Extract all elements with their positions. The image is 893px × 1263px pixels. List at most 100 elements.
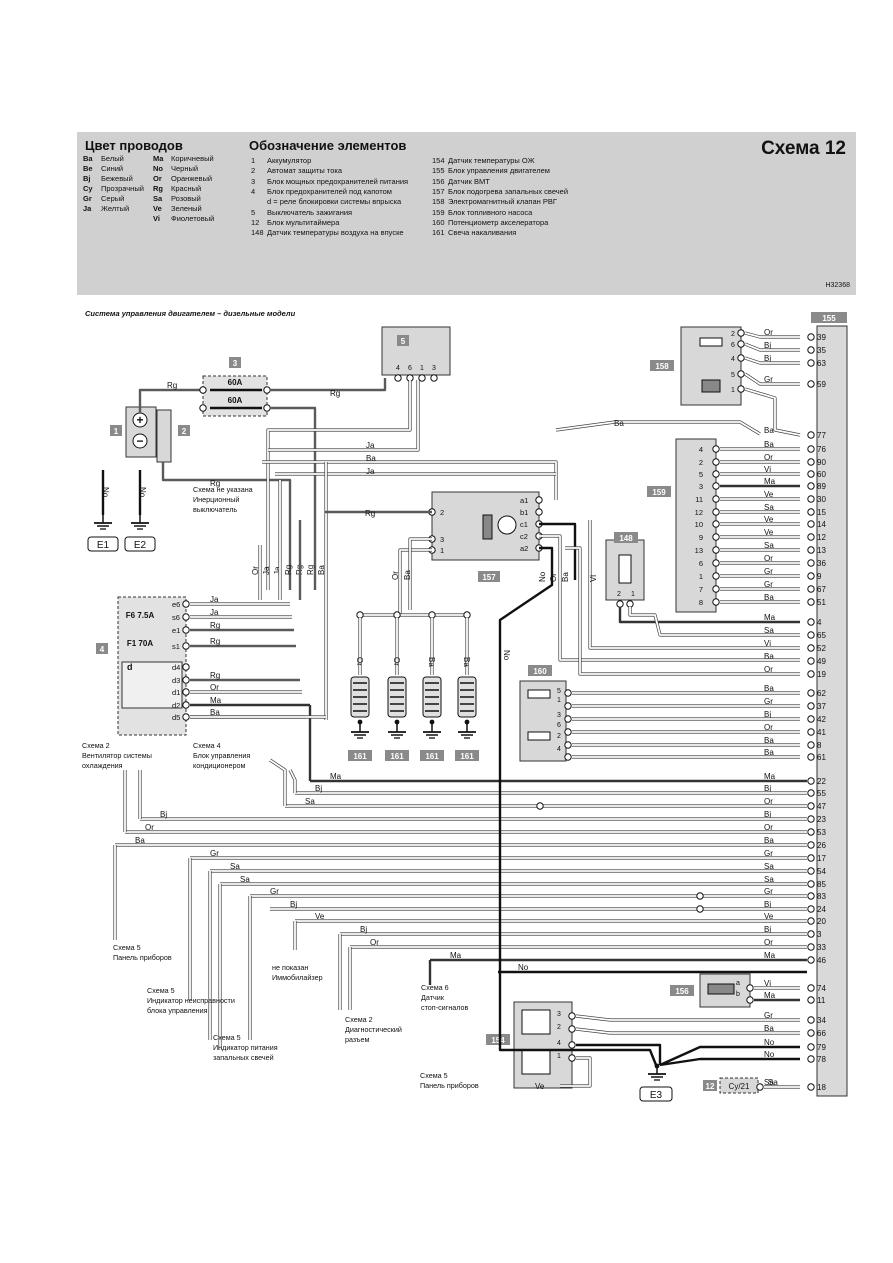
note-s6a: Схема 6: [421, 983, 449, 992]
ecu-pin-wire-label: No: [764, 1038, 775, 1047]
component-161-label: 161: [353, 752, 367, 761]
ecu-pin-wire-label: Sa: [764, 875, 774, 884]
terminal: [746, 996, 754, 1004]
bus-wire-label: Sa: [240, 875, 250, 884]
splice-terminal: [696, 892, 704, 900]
c160-pot-b: [527, 731, 551, 741]
terminal: [737, 329, 745, 337]
element-code: 5: [251, 207, 256, 217]
terminal: [568, 1025, 576, 1033]
component-160-label-bg: [528, 665, 552, 676]
wire-ign-ja-2-core: [268, 380, 419, 451]
element-code: 160: [432, 217, 445, 227]
e3-box: [639, 1086, 673, 1102]
vertical-wire-label: Ja: [273, 566, 282, 575]
note-s4c: кондиционером: [193, 761, 245, 770]
wire-154-gr-core: [575, 1015, 800, 1021]
c5-pin: 1: [420, 365, 424, 372]
color-code: Ve: [153, 204, 162, 213]
terminal: [568, 1041, 576, 1049]
note-s5b: Панель приборов: [113, 953, 172, 962]
element-name: Электромагнитный клапан РВГ: [448, 197, 557, 207]
ecu-pin-terminal: [807, 802, 815, 810]
terminal: [712, 495, 720, 503]
terminal: [418, 374, 426, 382]
c159-pin: 11: [695, 495, 703, 504]
wire-ecu-78: [659, 1057, 800, 1067]
c160-pin: 6: [557, 722, 561, 729]
c4-wire-label: Ma: [210, 696, 222, 705]
c159-pin: 4: [699, 445, 703, 454]
component-158-label: 158: [655, 362, 669, 371]
wire-158-or-core: [744, 332, 800, 338]
element-code: 4: [251, 186, 256, 196]
ecu-pin-wire-label: Gr: [764, 580, 773, 589]
ecu-pin-terminal: [807, 984, 815, 992]
wire-label-ba158: Ba: [614, 419, 624, 428]
relay-d-label: d: [127, 662, 133, 672]
element-code: 1: [251, 156, 256, 165]
c154-pin: 4: [557, 1040, 561, 1047]
glow-plug-wire-label: Or: [392, 657, 401, 666]
ecu-pin-wire-label: Ve: [764, 912, 774, 921]
wire-158-bj-2-core: [744, 357, 800, 364]
wire-154-ba-core: [575, 1028, 800, 1034]
ecu-pin-wire-label: Or: [764, 554, 773, 563]
c157-pin: b1: [520, 508, 528, 517]
wire-label-ja2: Ja: [366, 467, 375, 476]
bus-wire-label: Bj: [360, 925, 367, 934]
splice-terminal: [536, 802, 544, 810]
glow-plug-wire-label: Ba: [462, 657, 471, 667]
terminal: [182, 626, 190, 634]
ecu-pin-number: 65: [817, 631, 826, 640]
wire-fuse-to-ign: [270, 378, 387, 392]
glow-plug-wire-label: Ba: [427, 657, 436, 667]
ecu-pin-number: 54: [817, 867, 826, 876]
wire-label-ja1: Ja: [366, 441, 375, 450]
component-159-label-bg: [647, 486, 671, 497]
wire-157-or-core: [565, 547, 800, 675]
ecu-pin-wire-label: Ba: [764, 748, 774, 757]
wire-label-ve-bottom: Ve: [535, 1082, 545, 1091]
e2-box: [124, 536, 156, 552]
wire-ign-ja-core: [267, 380, 411, 590]
wire-label-ba157b: Ba: [403, 570, 412, 580]
terminal: [535, 508, 543, 516]
note-s5a: Схема 5: [113, 943, 141, 952]
c148-pin: 1: [631, 591, 635, 598]
c157-coil: [482, 514, 493, 540]
ecu-pin-terminal: [807, 930, 815, 938]
terminal: [564, 702, 572, 710]
c157-pin: c2: [520, 532, 528, 541]
color-name: Желтый: [101, 204, 130, 213]
ecu-pin-number: 55: [817, 789, 826, 798]
element-name: Датчик температуры воздуха на впуске: [267, 228, 404, 238]
ecu-pin-number: 79: [817, 1043, 826, 1052]
bus-wire-label: Or: [370, 938, 379, 947]
component-12-label-bg: [703, 1080, 717, 1091]
ecu-pin-terminal: [807, 828, 815, 836]
component-161-label-bg: [385, 750, 409, 761]
color-name: Зеленый: [171, 204, 202, 213]
component-4-label: 4: [100, 645, 105, 654]
ecu-pin-wire-label: Gr: [764, 375, 773, 384]
component-160-label: 160: [533, 667, 547, 676]
wire-157-no-main: [498, 546, 554, 972]
ecu-pin-number: 17: [817, 854, 826, 863]
terminal: [182, 613, 190, 621]
element-name: Блок управления двигателем: [448, 166, 550, 176]
terminal: [199, 404, 207, 412]
terminal: [712, 482, 720, 490]
ecu-pin-wire-label: Vi: [764, 465, 771, 474]
element-name: Блок подогрева запальных свечей: [448, 186, 569, 196]
ecu-pin-number: 36: [817, 559, 826, 568]
ecu-pin-number: 8: [817, 741, 822, 750]
terminal: [199, 386, 207, 394]
ecu-pin-number: 62: [817, 689, 826, 698]
c4-pin-label: e1: [172, 626, 180, 635]
ecu-pin-terminal: [807, 631, 815, 639]
